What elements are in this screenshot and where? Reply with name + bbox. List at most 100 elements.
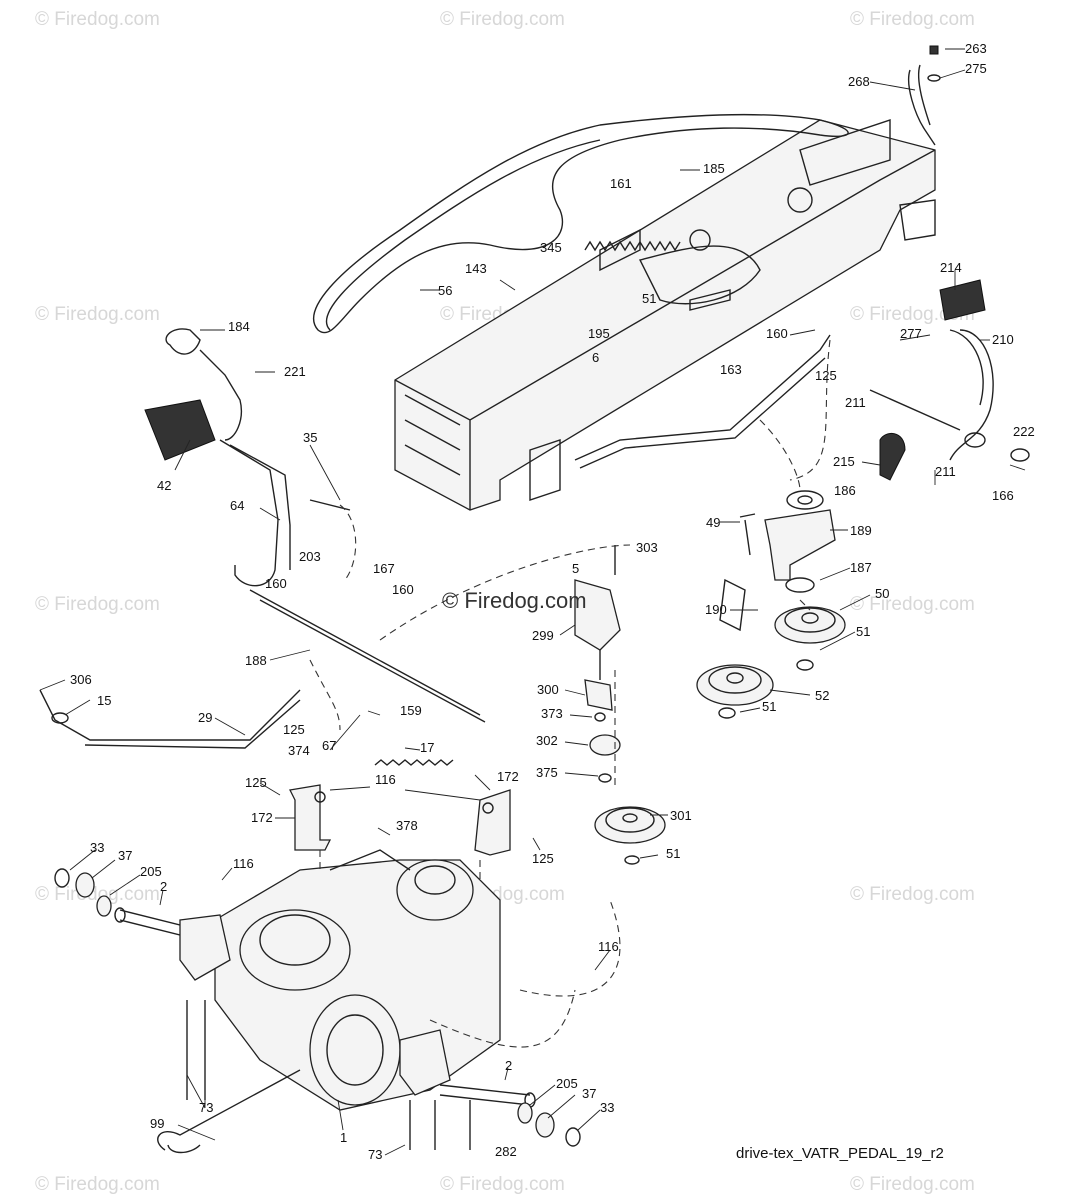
callout-99: 99 — [150, 1116, 164, 1131]
callout-205: 205 — [140, 864, 162, 879]
callout-189: 189 — [850, 523, 872, 538]
callout-125: 125 — [283, 722, 305, 737]
callout-42: 42 — [157, 478, 171, 493]
rod-99 — [157, 1069, 301, 1154]
callout-35: 35 — [303, 430, 317, 445]
callout-67: 67 — [322, 738, 336, 753]
rod-268 — [908, 45, 941, 146]
pulley-301 — [594, 806, 666, 865]
callout-159: 159 — [400, 703, 422, 718]
callout-33: 33 — [90, 840, 104, 855]
transaxle — [114, 849, 536, 1111]
callout-160: 160 — [392, 582, 414, 597]
callout-37: 37 — [582, 1086, 596, 1101]
callout-29: 29 — [198, 710, 212, 725]
callout-163: 163 — [720, 362, 742, 377]
washers-left — [54, 868, 112, 917]
callout-301: 301 — [670, 808, 692, 823]
watermark: © Firedog.com — [850, 884, 975, 905]
callout-73: 73 — [368, 1147, 382, 1162]
callout-215: 215 — [833, 454, 855, 469]
leader-lines — [39, 48, 1026, 1156]
callout-2: 2 — [160, 879, 167, 894]
assembly-lines — [309, 339, 831, 1048]
callout-160: 160 — [766, 326, 788, 341]
watermark: © Firedog.com — [35, 1174, 160, 1195]
pulley-50-52 — [696, 578, 846, 719]
callout-5: 5 — [572, 561, 579, 576]
callout-2: 2 — [505, 1058, 512, 1073]
callout-64: 64 — [230, 498, 244, 513]
washers-right — [517, 1102, 581, 1147]
callout-203: 203 — [299, 549, 321, 564]
rod-163 — [574, 334, 831, 469]
callout-52: 52 — [815, 688, 829, 703]
callout-56: 56 — [438, 283, 452, 298]
callout-labels: 263 275 268 185 161 345 143 56 51 195 6 … — [70, 41, 1035, 1162]
callout-51: 51 — [856, 624, 870, 639]
callout-184: 184 — [228, 319, 250, 334]
watermark: © Firedog.com — [35, 9, 160, 30]
callout-49: 49 — [706, 515, 720, 530]
callout-211: 211 — [845, 395, 866, 410]
watermark: © Firedog.com — [35, 304, 160, 325]
spring-161 — [584, 240, 681, 252]
callout-373: 373 — [541, 706, 563, 721]
callout-263: 263 — [965, 41, 987, 56]
callout-1: 1 — [340, 1130, 347, 1145]
callout-33: 33 — [600, 1100, 614, 1115]
bolts-73 — [186, 1000, 471, 1150]
callout-221: 221 — [284, 364, 306, 379]
spring-17 — [374, 759, 454, 766]
callout-17: 17 — [420, 740, 434, 755]
callout-125: 125 — [815, 368, 837, 383]
callout-188: 188 — [245, 653, 267, 668]
callout-211: 211 — [935, 464, 956, 479]
callout-299: 299 — [532, 628, 554, 643]
callout-125: 125 — [245, 775, 267, 790]
callout-186: 186 — [834, 483, 856, 498]
callout-51: 51 — [642, 291, 656, 306]
callout-51: 51 — [762, 699, 776, 714]
callout-116: 116 — [598, 939, 619, 954]
bracket-299 — [574, 545, 621, 783]
watermark: © Firedog.com — [35, 884, 160, 905]
callout-374: 374 — [288, 743, 310, 758]
pedal-assembly — [869, 279, 1030, 481]
callout-125: 125 — [532, 851, 554, 866]
callout-116: 116 — [375, 772, 396, 787]
callout-268: 268 — [848, 74, 870, 89]
callout-277: 277 — [900, 326, 922, 341]
watermark: © Firedog.com — [850, 9, 975, 30]
callout-185: 185 — [703, 161, 725, 176]
rod-29 — [39, 689, 301, 749]
callout-214: 214 — [940, 260, 962, 275]
watermark: © Firedog.com — [850, 594, 975, 615]
callout-116: 116 — [233, 856, 254, 871]
callout-51: 51 — [666, 846, 680, 861]
callout-303: 303 — [636, 540, 658, 555]
callout-205: 205 — [556, 1076, 578, 1091]
callout-190: 190 — [705, 602, 727, 617]
callout-143: 143 — [465, 261, 487, 276]
watermark: © Firedog.com — [440, 1174, 565, 1195]
callout-172: 172 — [497, 769, 519, 784]
callout-302: 302 — [536, 733, 558, 748]
callout-210: 210 — [992, 332, 1014, 347]
callout-37: 37 — [118, 848, 132, 863]
pedal-42-assembly — [144, 328, 486, 723]
callout-306: 306 — [70, 672, 92, 687]
callout-15: 15 — [97, 693, 111, 708]
callout-167: 167 — [373, 561, 395, 576]
callout-50: 50 — [875, 586, 889, 601]
callout-275: 275 — [965, 61, 987, 76]
callout-195: 195 — [588, 326, 610, 341]
callout-282: 282 — [495, 1144, 517, 1159]
chassis-frame — [394, 119, 936, 511]
callout-222: 222 — [1013, 424, 1035, 439]
watermark: © Firedog.com — [440, 9, 565, 30]
diagram-reference-code: drive-tex_VATR_PEDAL_19_r2 — [736, 1145, 944, 1162]
watermark: © Firedog.com — [850, 1174, 975, 1195]
